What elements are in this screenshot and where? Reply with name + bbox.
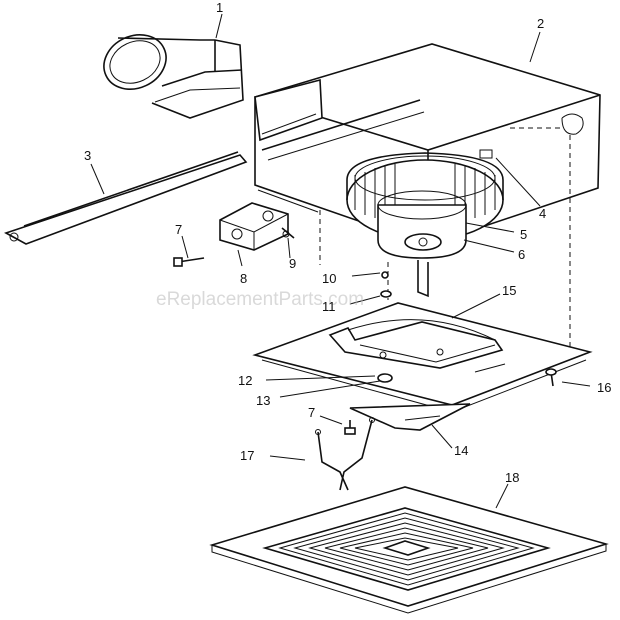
callout-7-lower: 7 (308, 405, 315, 420)
watermark: eReplacementParts.com (156, 289, 364, 310)
callout-2: 2 (537, 16, 544, 31)
screw-part-lower (344, 420, 356, 435)
callout-labels: 1 2 3 4 5 6 7 8 9 10 11 12 13 14 15 16 7… (84, 0, 611, 485)
callout-10: 10 (322, 271, 336, 286)
leader-lines (90, 13, 591, 509)
callout-5: 5 (520, 227, 527, 242)
callout-12: 12 (238, 373, 252, 388)
screw-part-16 (545, 368, 557, 387)
grille-spring-part (315, 417, 375, 491)
mounting-plate-part (252, 302, 593, 413)
callout-18: 18 (505, 470, 519, 485)
grommet-part (377, 373, 393, 383)
screw-part (173, 257, 205, 267)
motor-plate-part (349, 403, 471, 431)
callout-14: 14 (454, 443, 468, 458)
duct-connector-part (103, 34, 244, 119)
callout-4: 4 (539, 206, 546, 221)
callout-8: 8 (240, 271, 247, 286)
hanger-bar-part (4, 151, 248, 245)
callout-3: 3 (84, 148, 91, 163)
callout-16: 16 (597, 380, 611, 395)
callout-15: 15 (502, 283, 516, 298)
callout-17: 17 (240, 448, 254, 463)
callout-11: 11 (322, 299, 336, 314)
junction-box-part (219, 202, 289, 251)
washer-part (380, 271, 392, 298)
callout-7: 7 (175, 222, 182, 237)
callout-9: 9 (289, 256, 296, 271)
callout-13: 13 (256, 393, 270, 408)
callout-6: 6 (518, 247, 525, 262)
motor-part (377, 149, 493, 298)
callout-1: 1 (216, 0, 223, 15)
strap-part (281, 227, 295, 239)
grille-part (209, 486, 609, 614)
